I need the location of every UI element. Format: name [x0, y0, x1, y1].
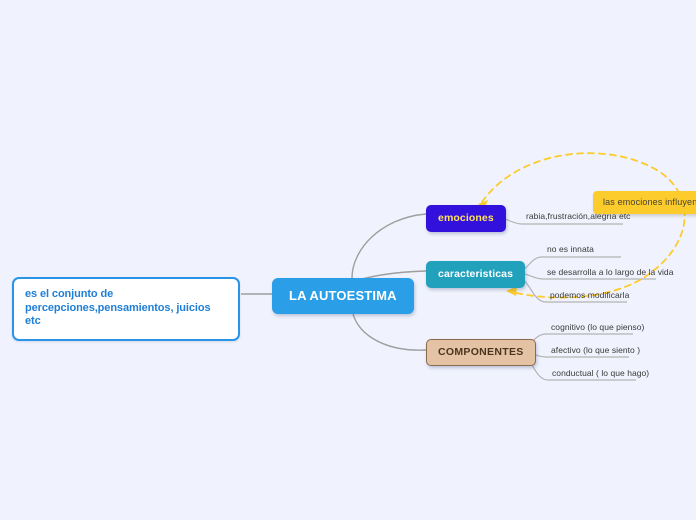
- leaf-node-emociones-0[interactable]: rabia,frustración,alegría etc: [526, 211, 631, 221]
- leaf-node-componentes-1[interactable]: afectivo (lo que siento ): [551, 345, 641, 355]
- leaf-node-componentes-2[interactable]: conductual ( lo que hago): [552, 368, 650, 378]
- leaf-node-caracteristicas-0[interactable]: no es innata: [547, 244, 594, 254]
- relationship-note[interactable]: las emociones influyen en: [593, 191, 696, 214]
- edge-root-emociones: [351, 213, 427, 279]
- leaf-node-caracteristicas-1[interactable]: se desarrolla a lo largo de la vida: [547, 267, 674, 277]
- branch-node-componentes[interactable]: COMPONENTES: [426, 339, 536, 366]
- description-line-2: percepciones,pensamientos, juicios etc: [25, 301, 211, 328]
- branch-node-emociones[interactable]: emociones: [426, 205, 506, 232]
- branch-node-caracteristicas[interactable]: caracteristicas: [426, 261, 526, 288]
- edge-root-componentes: [351, 307, 427, 351]
- description-card[interactable]: es el conjunto de percepciones,pensamien…: [12, 277, 240, 341]
- description-line-1: es el conjunto de: [25, 288, 114, 300]
- root-node[interactable]: LA AUTOESTIMA: [272, 278, 414, 314]
- leaf-node-componentes-0[interactable]: cognitivo (lo que pienso): [551, 322, 645, 332]
- leaf-node-caracteristicas-2[interactable]: podemos modificarla: [550, 290, 630, 300]
